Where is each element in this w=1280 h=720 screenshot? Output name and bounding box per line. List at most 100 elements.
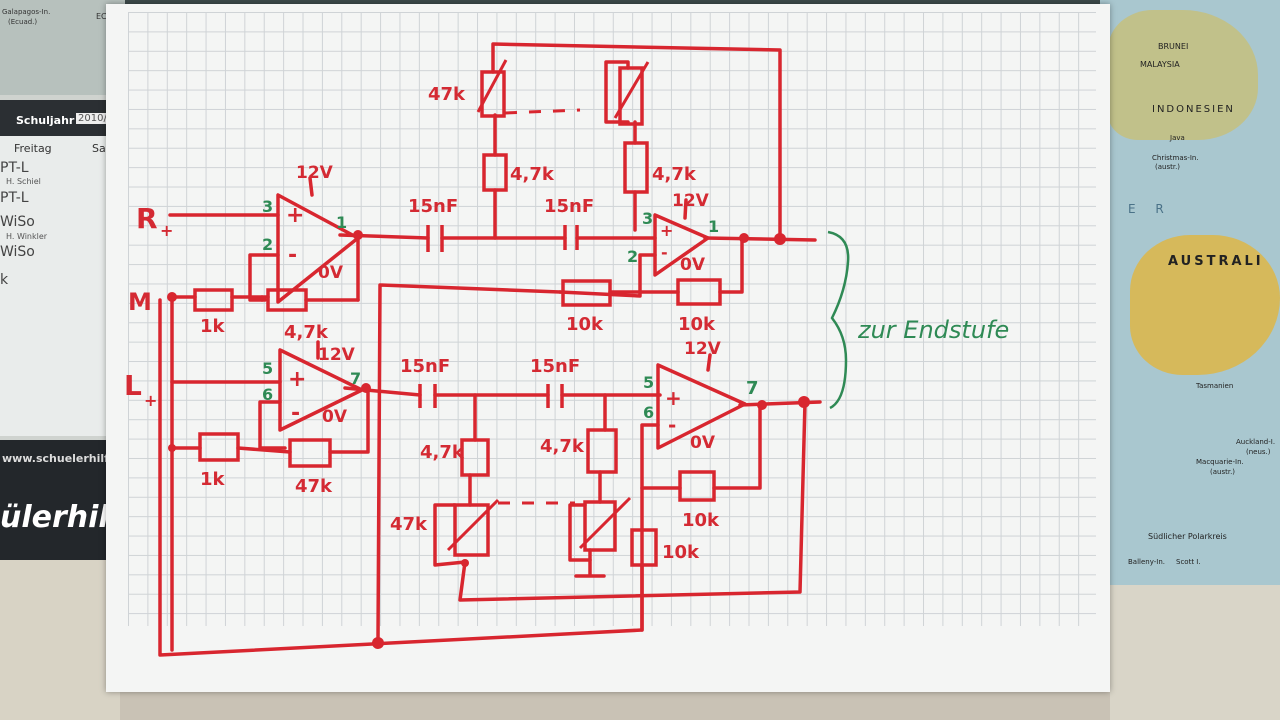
planner-entry: PT-L xyxy=(0,160,29,176)
gnd-0v: 0V xyxy=(680,255,706,275)
wire xyxy=(712,403,762,490)
wiper xyxy=(613,61,650,119)
planner-entry: WiSo xyxy=(0,244,35,260)
wire xyxy=(491,42,782,240)
resistor-10k-lower-right xyxy=(678,470,716,502)
capacitor-value: 15nF xyxy=(408,196,458,217)
resistor-10k-upper-right xyxy=(676,278,722,306)
map-label: Scott I. xyxy=(1176,558,1201,566)
wire xyxy=(568,503,592,562)
pin-number: 1 xyxy=(336,213,347,232)
map-label: (Ecuad.) xyxy=(8,18,38,26)
opamp-3 xyxy=(278,348,364,432)
map-label: Macquarie-In. xyxy=(1196,458,1244,466)
supply-12v: 12V xyxy=(318,345,356,365)
pin-number: 2 xyxy=(627,247,638,266)
resistor-47k-pot-top xyxy=(480,70,506,118)
pin-number: 7 xyxy=(746,378,759,399)
junction-dot xyxy=(739,233,749,243)
resistor-value: 4,7k xyxy=(510,164,555,185)
capacitor-value: 15nF xyxy=(544,196,594,217)
map-label: Galapagos-In. xyxy=(2,8,51,16)
map-label: (austr.) xyxy=(1210,468,1236,476)
map-label: ECU xyxy=(96,12,113,21)
wire xyxy=(458,400,807,602)
sign-plus: + xyxy=(665,386,682,410)
wire xyxy=(604,60,630,124)
resistor-4k7-top-right xyxy=(623,141,649,194)
map-label: E R xyxy=(1128,202,1172,216)
wire xyxy=(376,283,562,642)
junction-dots xyxy=(167,230,810,649)
opamp-2 xyxy=(653,213,710,277)
planner-header: Schuljahr 2010/11 xyxy=(0,100,125,136)
pin-number: 5 xyxy=(262,359,273,378)
resistor-pot-top-right xyxy=(618,66,644,126)
planner-entry: H. Schiel xyxy=(6,177,41,186)
flag-strip xyxy=(0,560,125,720)
map-label: Christmas-In. xyxy=(1152,154,1199,162)
gnd-0v: 0V xyxy=(318,263,344,283)
input-m-label: M xyxy=(128,288,152,316)
opamp-4 xyxy=(656,363,747,450)
resistor-value: 47k xyxy=(390,514,428,535)
pin-number: 3 xyxy=(642,209,653,228)
capacitors xyxy=(418,225,579,408)
input-r-sub: + xyxy=(160,221,173,240)
supply-labels: 12V 0V 12V 0V 12V 0V 12V 0V xyxy=(296,163,722,453)
sign-plus: + xyxy=(288,367,306,392)
resistor-value: 10k xyxy=(678,314,716,335)
map-label: Balleny-In. xyxy=(1128,558,1165,566)
resistor-value: 1k xyxy=(200,469,226,490)
wire xyxy=(558,253,657,298)
wires xyxy=(158,42,822,657)
wiper-gang xyxy=(504,108,581,115)
resistor-value: 4,7k xyxy=(540,436,585,457)
junction-dot xyxy=(774,233,786,245)
pot-wipers xyxy=(446,59,650,552)
resistor-value: 10k xyxy=(662,542,700,563)
wire xyxy=(706,353,712,372)
gnd-0v: 0V xyxy=(690,433,716,453)
junction-dot xyxy=(757,400,767,410)
input-l-label: L xyxy=(124,369,142,402)
resistor-value: 4,7k xyxy=(284,322,329,343)
map-label: Tasmanien xyxy=(1196,382,1234,390)
capacitor-value: 15nF xyxy=(400,356,450,377)
sign-minus: - xyxy=(288,243,297,268)
map-label: AUSTRALI xyxy=(1168,254,1264,269)
input-labels: R + M L + xyxy=(124,202,173,410)
sign-plus: + xyxy=(286,203,304,228)
map-label: (neus.) xyxy=(1246,448,1271,456)
resistor-bodies xyxy=(193,66,722,567)
resistor-10k-upper-mid xyxy=(561,279,612,307)
opamp-signs: + - + - + - + - xyxy=(286,203,682,437)
wire xyxy=(308,176,314,197)
resistor-47k-lower xyxy=(288,438,332,468)
wire xyxy=(328,386,370,454)
resistor-4k7-upper xyxy=(266,288,308,312)
map-landmass xyxy=(1130,235,1280,375)
wire xyxy=(718,236,744,294)
pin-number: 7 xyxy=(350,369,361,388)
map-landmass xyxy=(1108,10,1258,140)
wire xyxy=(248,253,280,302)
supply-12v: 12V xyxy=(684,339,722,359)
opamp-1 xyxy=(276,193,360,304)
wire xyxy=(158,298,660,657)
planner-col-label: Freitag xyxy=(14,142,52,155)
sign-plus: + xyxy=(660,221,673,240)
output-note: zur Endstufe xyxy=(857,316,1009,344)
wire xyxy=(433,503,467,567)
planner-year: 2010/11 xyxy=(76,113,122,124)
planner-entry: H. Winkler xyxy=(6,232,48,241)
resistor-10k-lower-bottom xyxy=(630,528,658,567)
wire xyxy=(703,236,817,242)
planner-title: Schuljahr xyxy=(16,114,75,127)
planner-entry: WiSo xyxy=(0,214,35,230)
map-label: (austr.) xyxy=(1155,163,1181,171)
map-label: MALAYSIA xyxy=(1140,60,1180,69)
output-brace xyxy=(827,230,850,410)
resistor-4k7-top-left xyxy=(482,153,508,192)
